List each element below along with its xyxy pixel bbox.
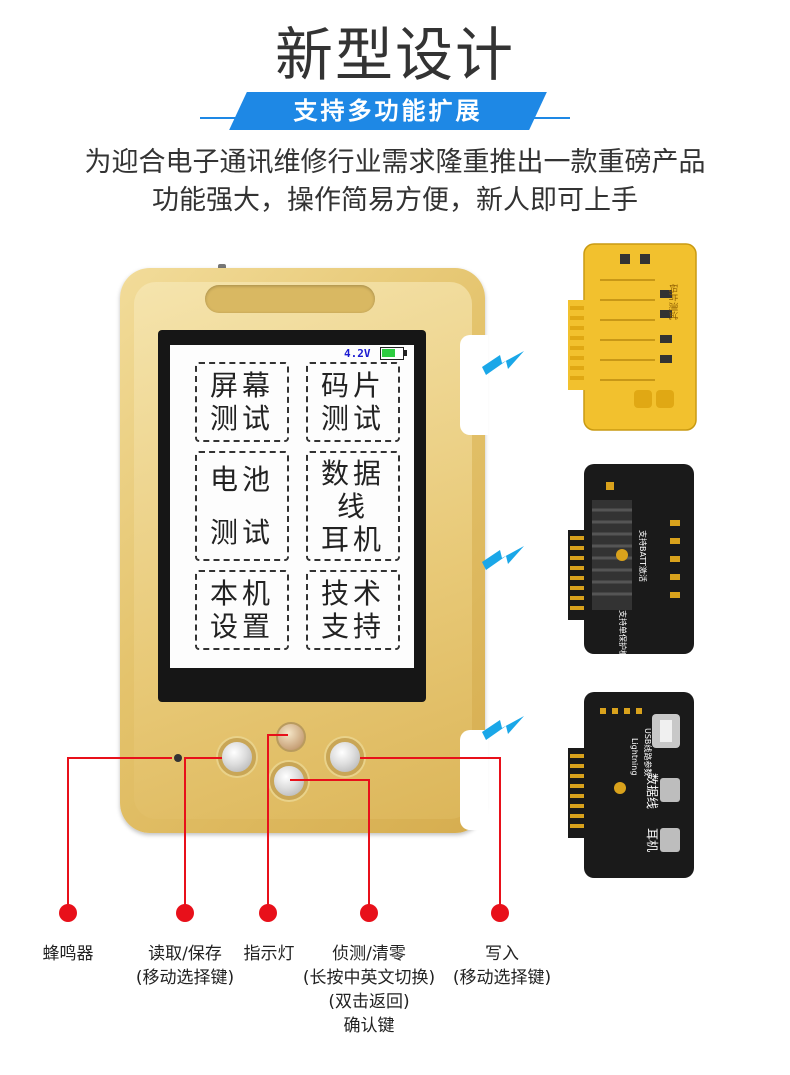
black-board-2-brand: Lightning <box>630 738 639 775</box>
tile-line: 测试 <box>320 402 385 435</box>
black-board-2-top: USB线路参数 <box>643 728 653 776</box>
description-line-1: 为迎合电子通讯维修行业需求隆重推出一款重磅产品 <box>84 147 706 178</box>
chip-test-board: 码片测试 <box>568 243 697 431</box>
callout-write-line <box>360 757 501 912</box>
callout-buzzer-line <box>67 757 172 912</box>
tile-line: 本机 <box>209 577 274 610</box>
lightning-icon <box>482 716 524 740</box>
tile-line: 测试 <box>209 516 274 549</box>
buzzer-hole <box>174 754 182 762</box>
tile-line: 数据 <box>320 456 385 490</box>
label-buzzer: 蜂鸣器 <box>42 944 94 964</box>
tile-line: 测试 <box>209 402 274 435</box>
cable-earphone-board: USB线路参数 数据线 耳机 Lightning <box>568 692 694 878</box>
tile-line: 耳机 <box>320 522 385 556</box>
black-board-bottom-text: 支持单保护板 <box>618 610 628 658</box>
label-read-save-sub: (移动选择键) <box>135 968 235 988</box>
lightning-icon <box>482 351 524 375</box>
label-write-sub: (移动选择键) <box>452 968 552 988</box>
battery-level-fill <box>382 349 395 357</box>
black-board-side-text: 支持BATT激活 <box>638 530 648 582</box>
label-detect-sub2: (双击返回) <box>328 992 410 1012</box>
description-line-2: 功能强大，操作简易方便，新人即可上手 <box>152 185 638 216</box>
battery-voltage: 4.2V <box>344 347 371 360</box>
tile-line: 线 <box>336 489 369 523</box>
callout-read-line <box>184 757 222 912</box>
tile-line: 电池 <box>209 463 274 496</box>
battery-tip <box>404 350 407 356</box>
label-read-save: 读取/保存 <box>148 944 222 964</box>
tile-device-settings[interactable]: 本机 设置 <box>195 570 289 650</box>
label-detect-sub1: (长按中英文切换) <box>302 968 436 988</box>
callout-dot-detect <box>360 904 378 922</box>
black-board-2-earphone: 耳机 <box>645 828 659 852</box>
tile-line: 屏幕 <box>209 369 274 402</box>
callout-detect-line <box>290 779 370 912</box>
tile-cable-earphone[interactable]: 数据 线 耳机 <box>306 451 400 561</box>
device-side-notch-top <box>460 335 488 435</box>
callout-dot-indicator <box>259 904 277 922</box>
tile-line: 支持 <box>320 610 385 643</box>
callout-dot-read <box>176 904 194 922</box>
device-screen <box>170 345 414 668</box>
tile-battery-test[interactable]: 电池 测试 <box>195 451 289 561</box>
label-write: 写入 <box>485 944 519 964</box>
callout-dot-write <box>491 904 509 922</box>
device-side-notch-bottom <box>460 730 488 830</box>
yellow-board-title: 码片测试 <box>667 284 679 320</box>
label-indicator: 指示灯 <box>243 944 295 964</box>
device-top-pin <box>218 264 226 270</box>
tile-tech-support[interactable]: 技术 支持 <box>306 570 400 650</box>
black-board-2-cable: 数据线 <box>645 773 660 809</box>
lightning-icon <box>482 546 524 570</box>
page-title: 新型设计 <box>274 21 515 89</box>
callout-indicator-line <box>267 734 288 912</box>
device-speaker-slot <box>205 285 375 313</box>
tile-line: 技术 <box>320 577 385 610</box>
tile-line: 码片 <box>320 369 385 402</box>
tile-chip-test[interactable]: 码片 测试 <box>306 362 400 442</box>
callout-dot-buzzer <box>59 904 77 922</box>
label-detect-sub3: 确认键 <box>343 1016 395 1036</box>
indicator-led <box>276 722 306 752</box>
label-detect: 侦测/清零 <box>332 944 406 964</box>
battery-activation-board: 支持BATT激活 支持单保护板 <box>568 464 694 658</box>
banner-label: 支持多功能扩展 <box>293 97 483 125</box>
tile-screen-test[interactable]: 屏幕 测试 <box>195 362 289 442</box>
tile-line: 设置 <box>209 610 274 643</box>
